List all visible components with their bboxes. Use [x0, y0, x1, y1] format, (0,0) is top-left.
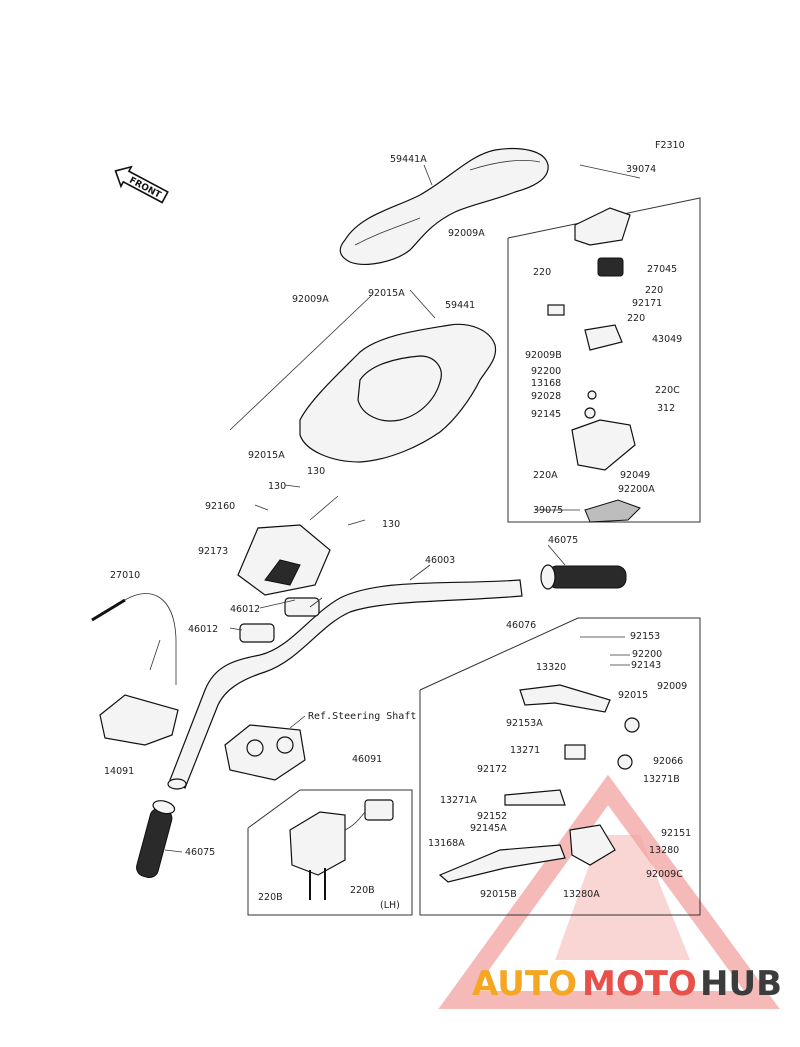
- label-92009A-top: 92009A: [448, 228, 485, 239]
- label-92015A-bottom: 92015A: [248, 450, 285, 461]
- label-312: 312: [657, 403, 675, 414]
- label-92143: 92143: [631, 660, 661, 671]
- label-13168A: 13168A: [428, 838, 465, 849]
- label-92145A: 92145A: [470, 823, 507, 834]
- label-130-c: 130: [382, 519, 400, 530]
- right-switch-assembly: [547, 207, 641, 523]
- label-13271A: 13271A: [440, 795, 477, 806]
- label-92145: 92145: [531, 409, 561, 420]
- figure-code: F2310: [655, 140, 685, 151]
- label-92153: 92153: [630, 631, 660, 642]
- label-46091: 46091: [352, 754, 382, 765]
- label-92015A-top: 92015A: [368, 288, 405, 299]
- handlebar-holder: [237, 524, 331, 643]
- label-130-b: 130: [268, 481, 286, 492]
- label-220-c: 220: [627, 313, 645, 324]
- label-13280A: 13280A: [563, 889, 600, 900]
- right-grip: [540, 564, 627, 590]
- label-130-a: 130: [307, 466, 325, 477]
- label-14091: 14091: [104, 766, 134, 777]
- label-46076: 46076: [506, 620, 536, 631]
- label-92200-a: 92200: [531, 366, 561, 377]
- label-46075-left: 46075: [185, 847, 215, 858]
- label-220B-a: 220B: [258, 892, 283, 903]
- watermark-moto: MOTO: [582, 964, 697, 1004]
- label-220C: 220C: [655, 385, 680, 396]
- label-46075-right: 46075: [548, 535, 578, 546]
- watermark-logo: [438, 774, 780, 1009]
- label-92066: 92066: [653, 756, 683, 767]
- label-46012-b: 46012: [188, 624, 218, 635]
- label-43049: 43049: [652, 334, 682, 345]
- label-92171: 92171: [632, 298, 662, 309]
- label-92028: 92028: [531, 391, 561, 402]
- ref-steering-label: Ref.Steering Shaft: [308, 711, 416, 722]
- front-arrow-icon: FRONT: [114, 165, 169, 204]
- label-92015B: 92015B: [480, 889, 517, 900]
- watermark-text: AUTO MOTO HUB: [472, 964, 782, 1004]
- label-92152: 92152: [477, 811, 507, 822]
- label-220A: 220A: [533, 470, 558, 481]
- label-92049: 92049: [620, 470, 650, 481]
- label-13280: 13280: [649, 845, 679, 856]
- label-46003: 46003: [425, 555, 455, 566]
- label-27045: 27045: [647, 264, 677, 275]
- handle-guard: [99, 694, 179, 746]
- label-92015: 92015: [618, 690, 648, 701]
- lh-switch-box: [247, 789, 413, 916]
- switch-assembly-box: [507, 197, 701, 523]
- label-46012-a: 46012: [230, 604, 260, 615]
- label-92172: 92172: [477, 764, 507, 775]
- label-59441A: 59441A: [390, 154, 427, 165]
- label-92009A-left: 92009A: [292, 294, 329, 305]
- label-220-a: 220: [533, 267, 551, 278]
- part-labels: 59441A 92009A 92009A 92015A 59441 92015A…: [104, 154, 691, 911]
- label-27010: 27010: [110, 570, 140, 581]
- label-92009B: 92009B: [525, 350, 562, 361]
- label-13271: 13271: [510, 745, 540, 756]
- label-92009C: 92009C: [646, 869, 683, 880]
- label-220-b: 220: [645, 285, 663, 296]
- label-92160: 92160: [205, 501, 235, 512]
- label-13320: 13320: [536, 662, 566, 673]
- meter-cover: [299, 323, 497, 463]
- label-39075: 39075: [533, 505, 563, 516]
- label-92200A: 92200A: [618, 484, 655, 495]
- label-13271B: 13271B: [643, 774, 680, 785]
- watermark-auto: AUTO: [472, 964, 577, 1004]
- label-59441: 59441: [445, 300, 475, 311]
- lh-switch: [289, 799, 394, 900]
- clutch-lever: [438, 684, 640, 883]
- label-92151: 92151: [661, 828, 691, 839]
- label-92153A: 92153A: [506, 718, 543, 729]
- leader-lines: [164, 164, 641, 853]
- label-220B-b: 220B: [350, 885, 375, 896]
- lever-assembly-box: [419, 617, 701, 916]
- steering-bracket: [224, 724, 306, 781]
- label-39074: 39074: [626, 164, 656, 175]
- label-13168: 13168: [531, 378, 561, 389]
- label-92009: 92009: [657, 681, 687, 692]
- throttle-cable: [91, 593, 177, 685]
- watermark-hub: HUB: [700, 964, 782, 1004]
- side-label: (LH): [380, 900, 400, 911]
- upper-cover: [339, 147, 549, 265]
- label-92173: 92173: [198, 546, 228, 557]
- left-grip: [136, 800, 176, 879]
- handlebar: [167, 579, 523, 790]
- label-92200-b: 92200: [632, 649, 662, 660]
